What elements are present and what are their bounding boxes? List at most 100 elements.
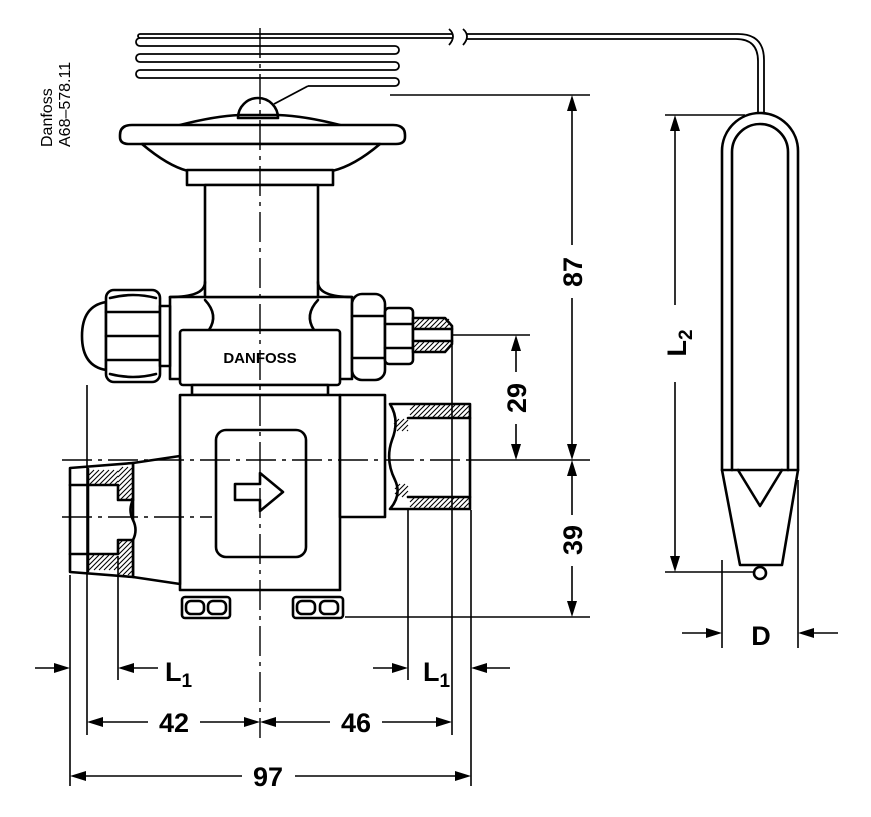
hatch-line (439, 341, 450, 352)
hatch-line (414, 341, 425, 352)
outlet-hatching (393, 404, 470, 509)
valve-body (178, 393, 387, 620)
hatch-line (406, 429, 409, 432)
head-lower-cone (140, 142, 382, 173)
hatch-line (117, 466, 124, 473)
dim-value: 42 (159, 708, 189, 738)
neck-contour-left (203, 298, 215, 332)
arrowhead (567, 460, 577, 476)
hatch-line (438, 318, 450, 330)
hatch-line (406, 495, 409, 498)
nut-spigot (158, 304, 172, 368)
hatch-line (463, 502, 470, 509)
arrowhead (260, 717, 276, 727)
hatch-line (88, 554, 105, 571)
hatch-line (117, 540, 133, 556)
dimension-87: 87 (558, 95, 588, 460)
hatch-line (428, 496, 441, 509)
hatch-line (466, 415, 470, 419)
hatch-line (429, 341, 440, 352)
dim-symbol: D (751, 621, 771, 651)
arrowhead (798, 628, 814, 638)
fitting-small-hex-lines (383, 322, 415, 350)
dim-symbol-letter: L (662, 340, 692, 357)
hatch-line (393, 418, 405, 430)
hatch-line (433, 496, 446, 509)
hatch-line (122, 565, 133, 576)
hatch-line (98, 469, 115, 486)
inlet-hatching (88, 466, 133, 576)
bottom-nut-right (291, 595, 345, 620)
hatch-line (127, 570, 133, 576)
nut-cap (80, 300, 108, 372)
bottom-nut-right-face-a (295, 599, 317, 616)
hatch-line (413, 496, 426, 509)
arrowhead (70, 771, 86, 781)
hatch-line (413, 318, 425, 330)
neck-flare-left (168, 280, 207, 299)
arrowhead (455, 771, 471, 781)
sensing-bulb (720, 111, 800, 581)
hatch-line (409, 404, 421, 416)
hatch-line (409, 496, 416, 503)
coil-outer-wall (137, 33, 452, 39)
arrowhead (511, 335, 521, 351)
hatch-line (117, 466, 129, 478)
hatch-line (448, 327, 451, 330)
hatch-line (108, 475, 119, 486)
dim-symbol-letter: L (423, 657, 440, 687)
hatch-line (401, 424, 409, 432)
hatch-line (394, 483, 406, 495)
dimension-39: 39 (558, 460, 588, 617)
hatch-line (411, 404, 426, 419)
arrowhead (670, 115, 680, 131)
arrowhead (511, 444, 521, 460)
dim-symbol-index: 1 (182, 671, 193, 692)
hatch-line (119, 487, 133, 501)
head-top-plate (118, 123, 407, 146)
drawing-code: A68–578.11 (57, 62, 74, 147)
hatch-line (428, 318, 440, 330)
hatch-line (413, 341, 420, 348)
hatch-line (396, 485, 409, 498)
hatch-line (431, 404, 446, 419)
hatch-line (117, 545, 133, 561)
hatch-line (438, 496, 451, 509)
inlet-cone (131, 454, 182, 586)
hatch-line (434, 341, 445, 352)
hatch-line (93, 469, 110, 486)
hatch-line (108, 560, 119, 571)
hatch-line (448, 496, 461, 509)
dimension-inlet-length: L1 (35, 657, 193, 692)
arrowhead (87, 717, 103, 727)
outlet-connection (387, 402, 472, 511)
extension-lines (69, 94, 799, 786)
hatch-line (441, 404, 456, 419)
hatch-line (117, 482, 133, 498)
arrowhead (567, 444, 577, 460)
hatch-line (444, 345, 451, 352)
dim-value: 39 (558, 525, 588, 555)
dim-value: 97 (253, 762, 283, 792)
hatch-line (446, 404, 461, 419)
hatch-line (418, 496, 431, 509)
left-hex-nut (80, 288, 172, 384)
hatch-line (88, 554, 100, 566)
coil-to-head-tube (273, 85, 309, 105)
hatch-line (443, 322, 451, 330)
hatch-line (423, 318, 435, 330)
bottom-nut-right-face-b (318, 599, 340, 616)
hatch-line (396, 419, 409, 432)
hatch-line (124, 492, 133, 501)
dimension-bulb-length: L2 (662, 115, 697, 572)
capillary-tube-inner (466, 38, 759, 114)
neck-tube (203, 183, 320, 299)
arrowhead (567, 601, 577, 617)
hatch-line (461, 410, 470, 419)
flare-nipple-hatching (413, 318, 451, 352)
dim-symbol-index: 2 (676, 329, 697, 340)
hatch-line (421, 404, 436, 419)
arrowhead (392, 663, 408, 673)
flow-window (214, 428, 308, 559)
hatch-line (394, 483, 401, 490)
